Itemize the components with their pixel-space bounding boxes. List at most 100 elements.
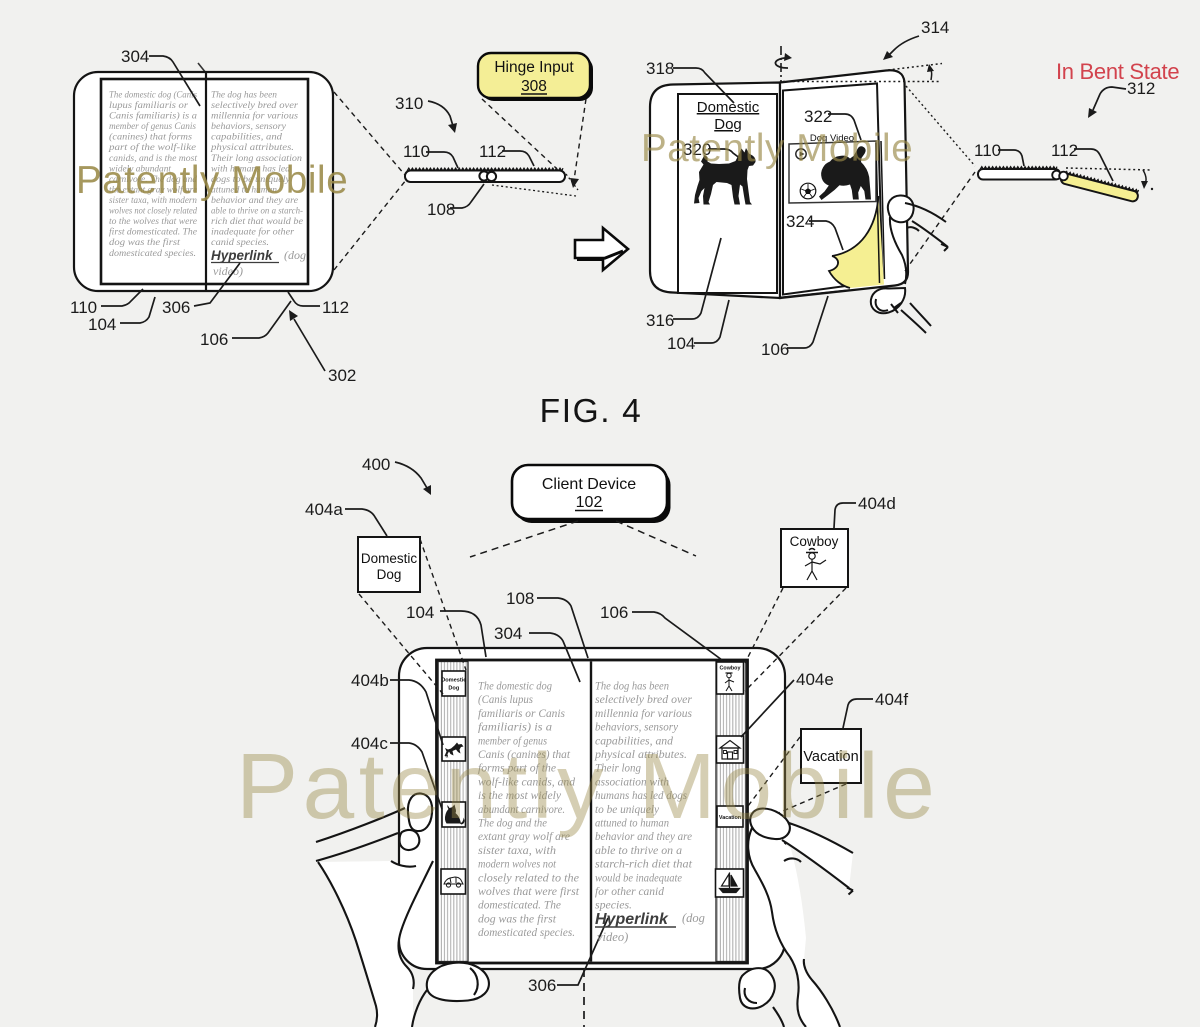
svg-text:extant gray wolf are: extant gray wolf are bbox=[478, 831, 570, 843]
svg-text:(dog: (dog bbox=[284, 248, 306, 262]
svg-text:inadequate for other: inadequate for other bbox=[211, 227, 294, 238]
svg-text:physical attributes.: physical attributes. bbox=[594, 749, 687, 761]
svg-text:316: 316 bbox=[646, 311, 674, 330]
svg-text:110: 110 bbox=[403, 142, 430, 161]
svg-text:dogs to be uniquely: dogs to be uniquely bbox=[211, 175, 291, 185]
svg-text:112: 112 bbox=[479, 142, 506, 161]
svg-text:The dog has been: The dog has been bbox=[595, 681, 669, 693]
svg-text:Domestic: Domestic bbox=[697, 99, 760, 116]
svg-text:millennia for various: millennia for various bbox=[211, 111, 298, 122]
svg-text:canid species.: canid species. bbox=[211, 238, 269, 248]
svg-text:Hyperlink: Hyperlink bbox=[211, 248, 274, 263]
svg-text:302: 302 bbox=[328, 366, 356, 385]
svg-text:(canines) that forms: (canines) that forms bbox=[109, 132, 192, 143]
svg-text:wolf-like canids, and: wolf-like canids, and bbox=[478, 776, 575, 788]
svg-text:The domestic dog: The domestic dog bbox=[478, 681, 552, 693]
svg-text:The domestic dog (Canis: The domestic dog (Canis bbox=[109, 90, 197, 101]
svg-text:306: 306 bbox=[162, 298, 190, 317]
svg-text:sister taxa, with: sister taxa, with bbox=[478, 845, 556, 857]
svg-text:404a: 404a bbox=[305, 500, 343, 519]
svg-text:member of genus Canis: member of genus Canis bbox=[109, 121, 196, 132]
svg-text:domesticated. The: domesticated. The bbox=[478, 900, 561, 912]
svg-text:video): video) bbox=[213, 264, 243, 278]
svg-text:wolves not closely related: wolves not closely related bbox=[109, 207, 197, 217]
svg-text:millennia for various: millennia for various bbox=[595, 708, 693, 720]
svg-text:humans has led dogs: humans has led dogs bbox=[595, 790, 688, 802]
svg-text:Canis (canines) that: Canis (canines) that bbox=[478, 749, 571, 761]
svg-text:104: 104 bbox=[406, 603, 434, 622]
svg-text:capabilities, and: capabilities, and bbox=[595, 735, 673, 747]
svg-text:400: 400 bbox=[362, 455, 390, 474]
svg-text:104: 104 bbox=[667, 334, 695, 353]
svg-text:wolves that were first: wolves that were first bbox=[478, 886, 580, 898]
svg-text:314: 314 bbox=[921, 18, 949, 37]
svg-text:108: 108 bbox=[427, 200, 455, 219]
svg-text:320: 320 bbox=[683, 140, 711, 159]
svg-text:starch-rich diet that: starch-rich diet that bbox=[595, 859, 693, 871]
svg-text:species.: species. bbox=[595, 900, 632, 912]
svg-text:306: 306 bbox=[528, 976, 556, 995]
svg-text:Dog: Dog bbox=[714, 116, 742, 133]
svg-text:capabilities, and: capabilities, and bbox=[211, 133, 282, 143]
svg-text:association with: association with bbox=[595, 776, 669, 788]
svg-text:sister taxa, with modern: sister taxa, with modern bbox=[109, 196, 197, 206]
svg-text:106: 106 bbox=[761, 340, 789, 359]
svg-text:404e: 404e bbox=[796, 670, 834, 689]
svg-text:310: 310 bbox=[395, 94, 423, 113]
svg-text:modern wolves not: modern wolves not bbox=[478, 859, 557, 871]
svg-text:110: 110 bbox=[70, 298, 97, 317]
svg-text:322: 322 bbox=[804, 107, 832, 126]
svg-text:Their long: Their long bbox=[595, 763, 641, 775]
svg-text:forms part of the: forms part of the bbox=[478, 763, 556, 775]
svg-text:Dog: Dog bbox=[377, 567, 402, 582]
svg-text:lupus familiaris or: lupus familiaris or bbox=[109, 100, 188, 111]
svg-text:318: 318 bbox=[646, 59, 674, 78]
svg-text:Patently Mobile: Patently Mobile bbox=[236, 734, 939, 838]
svg-text:part of the wolf-like: part of the wolf-like bbox=[108, 142, 196, 153]
svg-text:able to thrive on a starch-: able to thrive on a starch- bbox=[211, 207, 303, 217]
svg-text:112: 112 bbox=[322, 298, 349, 317]
svg-text:familiaris) is a: familiaris) is a bbox=[478, 722, 552, 734]
svg-text:Dog Video: Dog Video bbox=[810, 133, 854, 144]
svg-text:(Canis lupus: (Canis lupus bbox=[478, 694, 534, 706]
svg-text:a: a bbox=[446, 754, 449, 760]
svg-text:the extant gray wolf are: the extant gray wolf are bbox=[109, 184, 197, 195]
svg-text:to be uniquely: to be uniquely bbox=[595, 804, 659, 816]
svg-text:Client Device: Client Device bbox=[542, 476, 636, 493]
svg-text:would be inadequate: would be inadequate bbox=[595, 872, 682, 884]
svg-text:behaviors, sensory: behaviors, sensory bbox=[211, 122, 287, 132]
svg-text:112: 112 bbox=[1051, 141, 1078, 160]
svg-text:Domestic: Domestic bbox=[361, 551, 418, 566]
svg-text:(dog: (dog bbox=[682, 911, 705, 925]
svg-text:304: 304 bbox=[494, 624, 522, 643]
svg-text:Canis familiaris) is a: Canis familiaris) is a bbox=[109, 111, 197, 122]
svg-text:The dog and the: The dog and the bbox=[478, 818, 547, 830]
svg-text:404d: 404d bbox=[858, 494, 896, 513]
svg-text:Domestic: Domestic bbox=[441, 678, 466, 684]
svg-text:selectively bred over: selectively bred over bbox=[595, 694, 693, 706]
svg-text:familiaris or Canis: familiaris or Canis bbox=[478, 708, 566, 720]
svg-text:behavior and they are: behavior and they are bbox=[595, 831, 692, 843]
svg-text:dog was the first: dog was the first bbox=[478, 913, 557, 925]
svg-text:Cowboy: Cowboy bbox=[790, 534, 839, 549]
svg-text:Patently Mobile: Patently Mobile bbox=[76, 159, 348, 202]
svg-text:Vacation: Vacation bbox=[719, 815, 741, 821]
svg-text:106: 106 bbox=[200, 330, 228, 349]
svg-text:rich diet that would be: rich diet that would be bbox=[211, 217, 303, 227]
svg-text:with humans has led: with humans has led bbox=[211, 164, 290, 174]
svg-text:abundant carnivore.: abundant carnivore. bbox=[478, 804, 565, 816]
svg-text:widely abundant: widely abundant bbox=[109, 164, 171, 174]
svg-text:Hyperlink: Hyperlink bbox=[595, 911, 669, 928]
svg-text:102: 102 bbox=[576, 494, 603, 511]
svg-text:Cowboy: Cowboy bbox=[720, 666, 741, 672]
svg-text:first domesticated. The: first domesticated. The bbox=[109, 227, 197, 238]
svg-text:physical attributes.: physical attributes. bbox=[210, 143, 294, 153]
svg-text:Patently Mobile: Patently Mobile bbox=[641, 127, 913, 170]
svg-text:video): video) bbox=[597, 930, 628, 944]
svg-text:104: 104 bbox=[88, 315, 116, 334]
svg-text:106: 106 bbox=[600, 603, 628, 622]
svg-text:304: 304 bbox=[121, 47, 149, 66]
svg-text:able to thrive on a: able to thrive on a bbox=[595, 845, 682, 857]
svg-text:for other canid: for other canid bbox=[595, 886, 664, 898]
svg-text:Hinge Input: Hinge Input bbox=[494, 59, 574, 76]
